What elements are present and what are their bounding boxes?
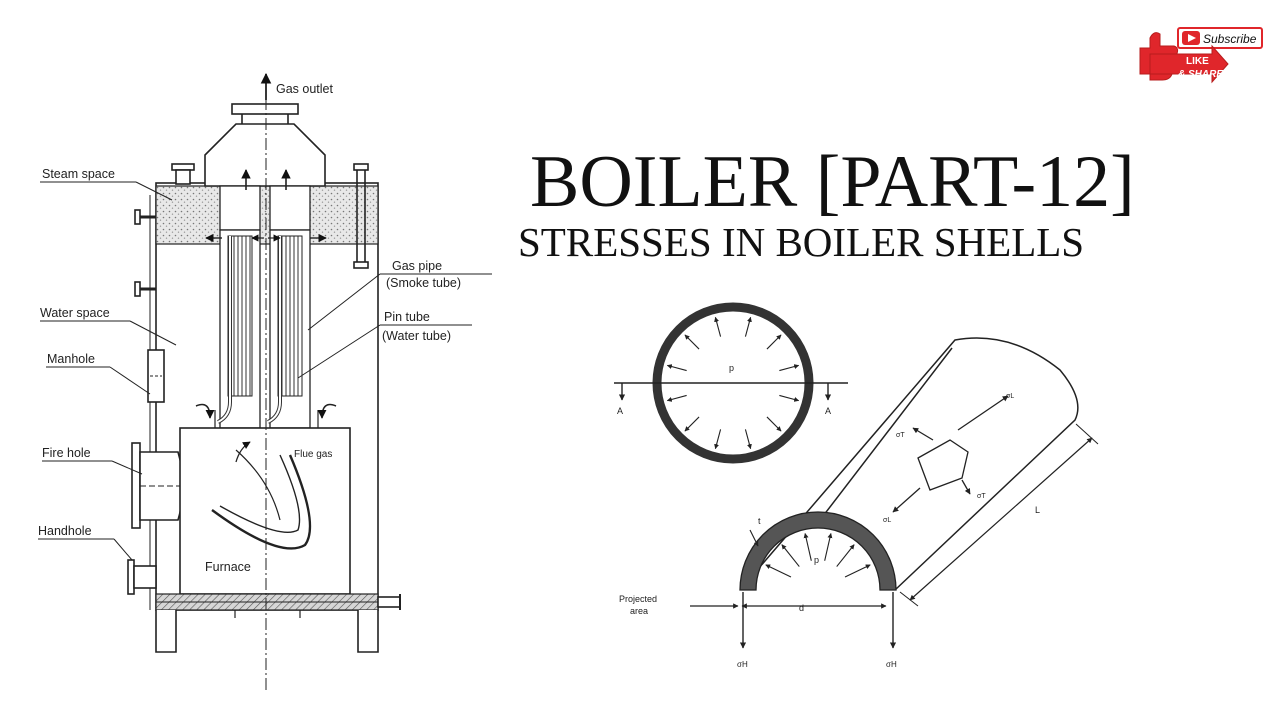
ring-pressure-arrow bbox=[766, 416, 782, 432]
ring-pressure-arrow bbox=[714, 429, 722, 450]
cylinder-labels: t p d L Projected area σL σT σT σL σH σH bbox=[619, 393, 1040, 669]
cyl-label-area: area bbox=[630, 606, 648, 616]
ring-pressure-arrow bbox=[666, 394, 687, 402]
furnace bbox=[179, 427, 351, 595]
ring-pressure-arrow bbox=[666, 364, 687, 372]
label-furnace: Furnace bbox=[205, 560, 251, 574]
ring-label-p: p bbox=[729, 363, 734, 373]
ring-label-a-left: A bbox=[617, 406, 623, 416]
label-gas-outlet: Gas outlet bbox=[276, 82, 334, 96]
ring-pressure-arrow bbox=[744, 316, 752, 337]
cyl-label-sigma-h-right: σH bbox=[886, 660, 897, 669]
cylinder-diagram bbox=[690, 337, 1099, 649]
half-pressure-arrows bbox=[765, 532, 871, 578]
cylinder-top-edge bbox=[739, 337, 1079, 591]
half-pressure-arrow bbox=[803, 532, 812, 561]
stress-element bbox=[917, 439, 969, 491]
ring-pressure-arrows bbox=[666, 316, 800, 450]
ring-pressure-arrow bbox=[779, 394, 800, 402]
handhole bbox=[133, 565, 157, 589]
page-title: BOILER [PART-12] bbox=[530, 141, 1135, 223]
label-flue-gas: Flue gas bbox=[294, 449, 332, 460]
ring-pressure-arrow bbox=[779, 364, 800, 372]
half-pressure-arrow bbox=[781, 544, 800, 567]
ring-pressure-arrow bbox=[684, 334, 700, 350]
ring-label-a-right: A bbox=[825, 406, 831, 416]
label-smoke-tube: (Smoke tube) bbox=[386, 276, 461, 290]
boiler-diagram bbox=[38, 72, 492, 690]
label-pin-tube: Pin tube bbox=[384, 310, 430, 324]
label-handhole: Handhole bbox=[38, 524, 92, 538]
page-subtitle: STRESSES IN BOILER SHELLS bbox=[518, 219, 1085, 265]
label-fire-hole: Fire hole bbox=[42, 446, 91, 460]
label-steam-space: Steam space bbox=[42, 167, 115, 181]
cyl-label-projected: Projected bbox=[619, 594, 657, 604]
half-pressure-arrow bbox=[836, 544, 855, 567]
label-manhole: Manhole bbox=[47, 352, 95, 366]
gas-outlet-hood bbox=[204, 123, 326, 187]
cyl-label-p: p bbox=[814, 555, 819, 565]
half-pressure-arrow bbox=[844, 564, 871, 578]
ring-pressure-arrow bbox=[714, 316, 722, 337]
cyl-label-sigma-t-bottom: σT bbox=[977, 493, 986, 500]
cyl-label-l: L bbox=[1035, 505, 1040, 515]
subscribe-badge[interactable]: Subscribe LIKE & SHARE bbox=[1139, 27, 1263, 84]
half-pressure-arrow bbox=[765, 564, 792, 578]
label-gas-pipe: Gas pipe bbox=[392, 259, 442, 273]
cyl-label-t: t bbox=[758, 516, 761, 526]
half-pressure-arrow bbox=[824, 532, 833, 561]
ring-pressure-arrow bbox=[744, 429, 752, 450]
cyl-label-sigma-l-top: σL bbox=[1006, 393, 1014, 400]
ring-diagram: p A A bbox=[614, 302, 848, 464]
label-water-tube: (Water tube) bbox=[382, 329, 451, 343]
steam-space-area bbox=[155, 185, 379, 245]
boiler-labels: Gas outlet Steam space Water space Manho… bbox=[38, 82, 461, 574]
ring-pressure-arrow bbox=[766, 334, 782, 350]
cyl-label-sigma-l-bottom: σL bbox=[883, 517, 891, 524]
cylinder-half-section bbox=[739, 511, 897, 591]
gas-outlet-flange bbox=[231, 103, 299, 115]
label-water-space: Water space bbox=[40, 306, 110, 320]
cyl-label-d: d bbox=[799, 603, 804, 613]
share-arrow-icon bbox=[1149, 44, 1229, 84]
like-text[interactable]: LIKE bbox=[1186, 56, 1209, 67]
cyl-label-sigma-t-top: σT bbox=[896, 432, 905, 439]
subscribe-text[interactable]: Subscribe bbox=[1203, 32, 1257, 46]
ring-pressure-arrow bbox=[684, 416, 700, 432]
cyl-label-sigma-h-left: σH bbox=[737, 660, 748, 669]
share-text[interactable]: & SHARE bbox=[1178, 69, 1223, 80]
